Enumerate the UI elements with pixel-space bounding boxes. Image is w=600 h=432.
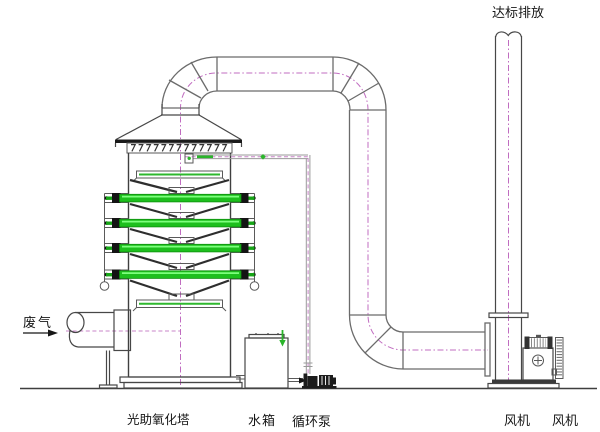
fan-base	[492, 379, 556, 384]
inlet-flange-box	[113, 309, 132, 352]
oxidation-tower	[99, 104, 260, 389]
packing-tray-bottom	[132, 299, 227, 312]
uv-lamp-row-2	[103, 217, 257, 229]
circulation-pipe	[184, 153, 313, 374]
stack-flange	[488, 312, 529, 319]
stack-top-rim	[494, 31, 523, 38]
label-fan-left: 风机	[504, 413, 531, 428]
lamp-frame	[99, 193, 260, 291]
water-tank	[236, 330, 303, 389]
pump-base	[302, 386, 337, 389]
exhaust-duct	[161, 56, 491, 377]
label-waste-gas-inlet: 废气	[23, 315, 54, 330]
tower-base-plinth	[123, 381, 243, 389]
uv-lamp-row-3	[103, 242, 257, 254]
inlet-support-foot	[98, 384, 118, 389]
belt-guard	[555, 337, 564, 379]
label-fan-right: 风机	[552, 413, 579, 428]
flow-centerlines	[66, 40, 509, 385]
demister-chevrons	[131, 144, 228, 152]
fan-hub-port	[532, 354, 544, 367]
waste-gas-flow-arrow	[23, 329, 58, 337]
tank-inflow-arrow	[279, 330, 286, 347]
tank-lid	[248, 333, 285, 339]
label-water-tank: 水箱	[248, 413, 277, 428]
spray-tray-top	[132, 170, 227, 182]
demister-flange	[115, 139, 242, 143]
baffle-funnels	[129, 178, 230, 301]
label-emission-outlet: 达标排放	[492, 5, 545, 20]
fan-plinth	[487, 382, 560, 389]
spray-header-fitting	[184, 153, 194, 164]
label-circulation-pump: 循环泵	[292, 414, 332, 429]
fan-motor	[524, 334, 553, 349]
inlet-pipe	[23, 309, 132, 389]
uv-lamp-row-4	[103, 268, 257, 281]
uv-lamp-row-1	[103, 192, 257, 204]
label-oxidation-tower: 光助氧化塔	[127, 413, 190, 427]
demister-band	[126, 142, 233, 154]
fan-inlet-flange	[484, 322, 491, 377]
fan	[487, 334, 564, 389]
discharge-stack	[488, 31, 529, 380]
circulation-pump	[299, 373, 337, 389]
